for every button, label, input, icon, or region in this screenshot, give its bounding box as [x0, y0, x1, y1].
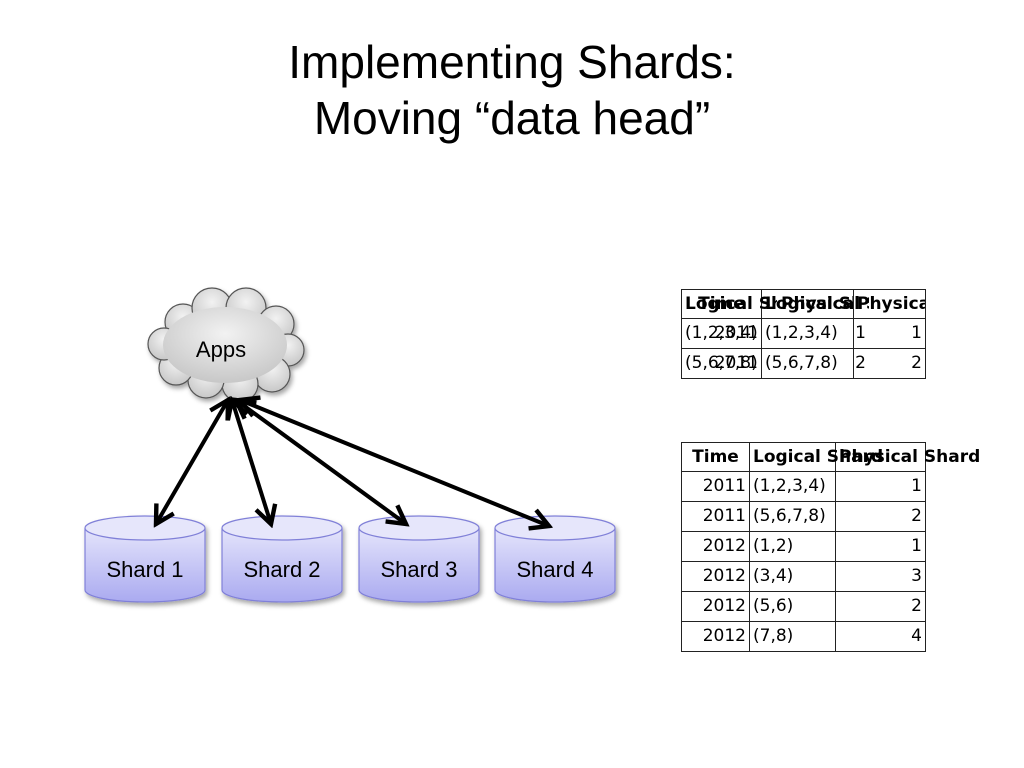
table-cell-time: 2011: [681, 348, 762, 379]
shard-4-label: Shard 4: [516, 557, 593, 582]
slide-title: Implementing Shards: Moving “data head”: [0, 34, 1024, 146]
table-cell-physical: 2: [835, 591, 926, 622]
table-cell-time: 2012: [681, 591, 750, 622]
table-header-row: Logical Shard Physical Shard: [682, 290, 870, 319]
table-header-row: Time Logical Shard Physical Shard: [681, 442, 980, 472]
apps-cloud: [147, 287, 305, 403]
shard-table-top-b: Logical Shard Physical Shard (1,2,3,4) 1…: [681, 289, 870, 379]
table-cell-logical: (7,8): [749, 621, 836, 652]
table-cell-physical: 3: [835, 561, 926, 592]
apps-label: Apps: [196, 337, 246, 362]
overlapping-shard-tables: Time Logical Shard Physical Shard 2011 (…: [681, 289, 926, 412]
table-cell-logical: (1,2,3,4): [761, 318, 854, 349]
shard-2-label: Shard 2: [243, 557, 320, 582]
table-cell-logical: (5,6,7,8): [685, 353, 758, 373]
table-row: 2012 (3,4) 3: [681, 561, 926, 592]
table-row: 2011 (1,2,3,4) 1: [681, 471, 926, 502]
table-cell-time: 2011: [681, 471, 750, 502]
table-cell-physical: 2: [835, 501, 926, 532]
arrow-apps-shard-1: [156, 400, 228, 524]
table-cell-physical: 1: [853, 318, 926, 349]
table-cell-time: 2012: [681, 621, 750, 652]
shard-table-top-a: Time Logical Shard Physical Shard 2011 (…: [681, 289, 926, 379]
arrow-apps-shard-4: [240, 400, 549, 526]
table-cell-physical: 1: [855, 323, 866, 343]
shard-1: [84, 515, 206, 603]
table-cell-time: 2012: [681, 561, 750, 592]
table-row: (1,2,3,4) 1: [682, 319, 870, 349]
table-cell-time: 2011: [681, 318, 762, 349]
slide-title-line-1: Implementing Shards:: [288, 36, 736, 88]
table-cell-logical: (1,2,3,4): [749, 471, 836, 502]
table-row: 2011 (5,6,7,8) 2: [681, 348, 926, 379]
table-header: Physical Shard: [853, 289, 926, 319]
table-cell-logical: (1,2,3,4): [685, 323, 758, 343]
table-header-time: Time: [681, 442, 750, 472]
table-header: Logical Shard: [761, 289, 854, 319]
table-cell-logical: (1,2): [749, 531, 836, 562]
arrow-apps-shard-3: [236, 400, 406, 524]
table-cell-logical: (3,4): [749, 561, 836, 592]
table-row: 2011 (1,2,3,4) 1: [681, 318, 926, 349]
table-header-physical: Physical Shard: [835, 442, 980, 472]
table-header: Logical Shard: [685, 294, 777, 314]
table-cell-physical: 1: [835, 471, 926, 502]
table-row: 2011 (5,6,7,8) 2: [681, 501, 926, 532]
table-row: 2012 (7,8) 4: [681, 621, 926, 652]
table-cell-logical: (5,6): [749, 591, 836, 622]
shard-mapping-table: Time Logical Shard Physical Shard 2011 (…: [681, 442, 980, 652]
table-cell-physical: 1: [835, 531, 926, 562]
table-cell-physical: 4: [835, 621, 926, 652]
table-row: 2012 (1,2) 1: [681, 531, 926, 562]
slide-title-line-2: Moving “data head”: [313, 92, 711, 144]
table-cell-physical: 2: [853, 348, 926, 379]
table-row: 2012 (5,6) 2: [681, 591, 926, 622]
table-row: (5,6,7,8) 2: [682, 349, 870, 379]
arrow-apps-shard-2: [232, 400, 271, 524]
table-cell-time: 2011: [681, 501, 750, 532]
shard-3-label: Shard 3: [380, 557, 457, 582]
table-header-logical: Logical Shard: [749, 442, 883, 472]
table-header: Physical Shard: [781, 294, 869, 314]
table-cell-logical: (5,6,7,8): [749, 501, 836, 532]
shard-1-label: Shard 1: [106, 557, 183, 582]
table-header-row: Time Logical Shard Physical Shard: [681, 289, 926, 319]
table-cell-physical: 2: [855, 353, 866, 373]
table-cell-time: 2012: [681, 531, 750, 562]
